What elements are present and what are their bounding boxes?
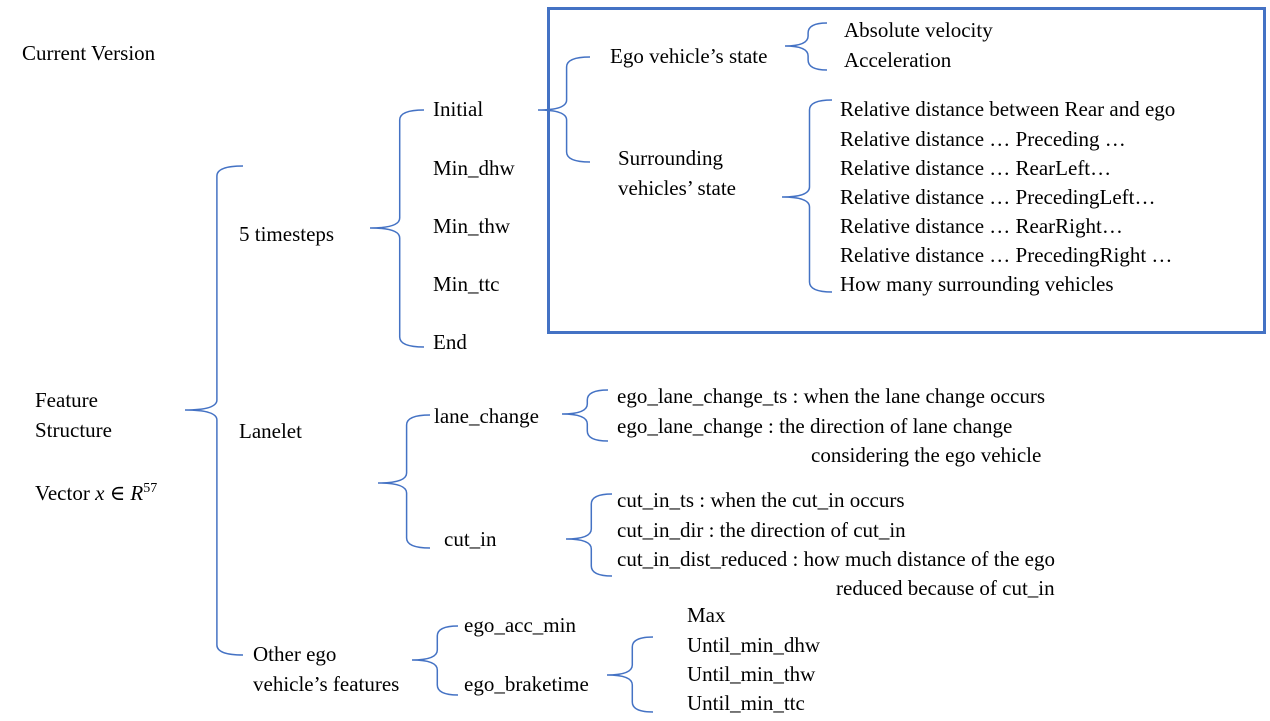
timestep-min-ttc: Min_ttc (433, 272, 500, 296)
brace-cut-in (565, 493, 613, 577)
timestep-min-dhw: Min_dhw (433, 156, 515, 180)
vector-math: x ∈ R (95, 481, 144, 505)
surround-item: Relative distance … PrecedingLeft… (840, 185, 1156, 209)
braketime-item: Until_min_dhw (687, 633, 821, 657)
brace-braketime (606, 636, 654, 713)
timestep-end: End (433, 330, 467, 354)
brace-lanelet (377, 414, 431, 549)
cut-in-item: cut_in_dir : the direction of cut_in (617, 518, 906, 542)
braketime-item: Until_min_thw (687, 662, 816, 686)
root-label-line2: Structure (35, 418, 112, 442)
node-other-line2: vehicle’s features (253, 672, 400, 696)
ego-item-velocity: Absolute velocity (844, 18, 993, 42)
vector-prefix: Vector (35, 481, 96, 505)
vector-exponent: 57 (143, 481, 158, 496)
surround-label-line2: vehicles’ state (618, 176, 736, 200)
cut-in-item: cut_in_dist_reduced : how much distance … (617, 547, 1055, 571)
brace-lane-change (561, 389, 609, 442)
lane-change-item: ego_lane_change : the direction of lane … (617, 414, 1013, 438)
timestep-min-thw: Min_thw (433, 214, 511, 238)
node-other-line1: Other ego (253, 642, 337, 666)
surround-item: Relative distance … RearLeft… (840, 156, 1112, 180)
cut-in-label: cut_in (444, 527, 497, 551)
surround-label-line1: Surrounding (618, 146, 723, 170)
brace-ego-state (784, 22, 828, 71)
brace-surrounding (781, 99, 833, 293)
brace-other (411, 625, 459, 696)
ego-braketime-label: ego_braketime (464, 672, 589, 696)
cut-in-item: cut_in_ts : when the cut_in occurs (617, 488, 905, 512)
lane-change-item: ego_lane_change_ts : when the lane chang… (617, 384, 1045, 408)
brace-initial (537, 56, 591, 163)
root-label-line1: Feature (35, 388, 98, 412)
braketime-item: Until_min_ttc (687, 691, 805, 715)
surround-item: Relative distance … Preceding … (840, 127, 1126, 151)
brace-timesteps (369, 109, 425, 348)
surround-item: Relative distance … RearRight… (840, 214, 1123, 238)
ego-item-acceleration: Acceleration (844, 48, 952, 72)
lane-change-item-cont: considering the ego vehicle (811, 443, 1042, 467)
node-lanelet: Lanelet (239, 419, 302, 443)
ego-state-label: Ego vehicle’s state (610, 44, 768, 68)
lane-change-label: lane_change (434, 404, 539, 428)
timestep-initial: Initial (433, 97, 484, 121)
surround-item: How many surrounding vehicles (840, 272, 1114, 296)
braketime-item: Max (687, 603, 726, 627)
brace-root (184, 165, 244, 656)
surround-item: Relative distance between Rear and ego (840, 97, 1176, 121)
diagram-title: Current Version (22, 41, 156, 65)
surround-item: Relative distance … PrecedingRight … (840, 243, 1173, 267)
cut-in-item-cont: reduced because of cut_in (836, 576, 1055, 600)
ego-acc-min-label: ego_acc_min (464, 613, 576, 637)
vector-label: Vector x ∈ R57 (35, 474, 157, 508)
node-5-timesteps: 5 timesteps (239, 222, 335, 246)
initial-state-highlight-box (547, 7, 1266, 334)
